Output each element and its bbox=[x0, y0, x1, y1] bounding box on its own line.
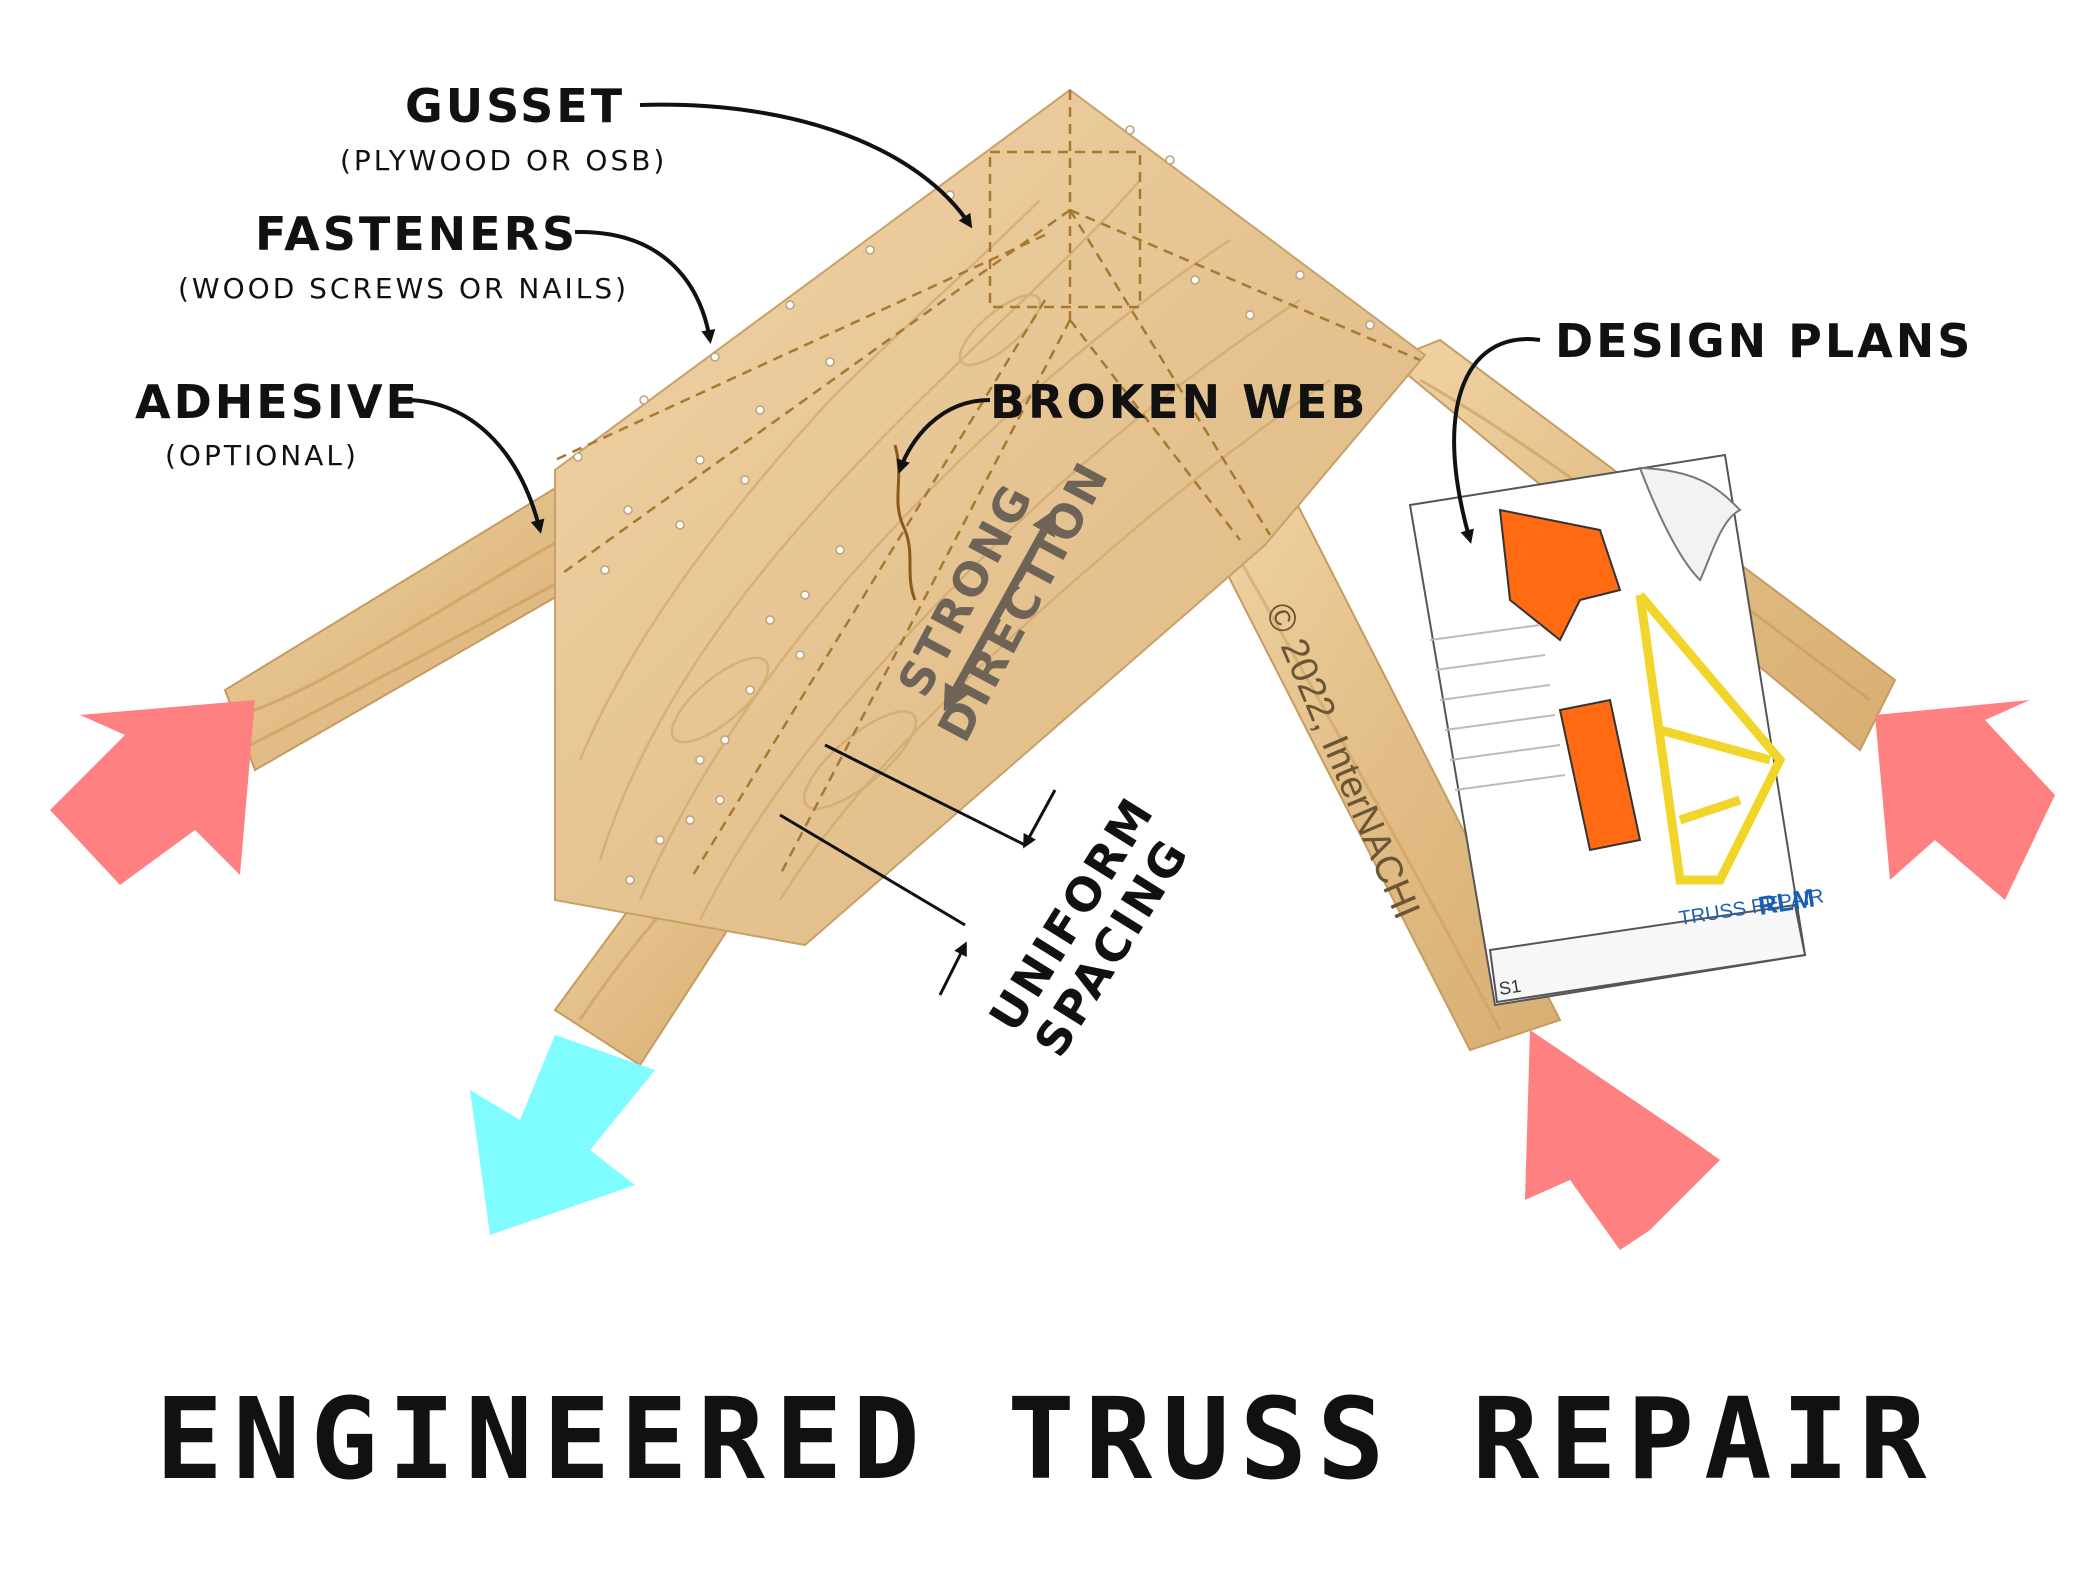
plan-notes bbox=[1429, 624, 1566, 791]
adhesive-label: ADHESIVE bbox=[135, 375, 420, 429]
truss-frame-detail bbox=[1635, 592, 1786, 885]
middle-gusset-detail bbox=[1558, 698, 1642, 852]
leader-lines bbox=[404, 102, 1541, 544]
compression-arrow-icon bbox=[50, 700, 255, 885]
top-gusset-detail bbox=[1498, 508, 1622, 642]
page-title: ENGINEERED TRUSS REPAIR bbox=[155, 1375, 1937, 1505]
plywood-grain bbox=[578, 179, 1331, 921]
adhesive-sublabel: (OPTIONAL) bbox=[165, 439, 359, 472]
compression-arrow-icon bbox=[1525, 1030, 1720, 1250]
gusset-sublabel: (PLYWOOD OR OSB) bbox=[340, 144, 667, 177]
fastener-dots bbox=[573, 125, 1375, 885]
hidden-truss-outline bbox=[554, 90, 1421, 881]
gusset-label: GUSSET bbox=[405, 79, 625, 133]
broken-web-label: BROKEN WEB bbox=[990, 375, 1368, 429]
compression-arrow-icon bbox=[1875, 700, 2055, 900]
uniform-spacing-dimension bbox=[779, 743, 1057, 996]
design-plans-label: DESIGN PLANS bbox=[1555, 314, 1973, 368]
title-block bbox=[1488, 903, 1807, 1004]
tension-arrow-icon bbox=[470, 1035, 655, 1235]
plan-sheet-number: S1 bbox=[1497, 976, 1522, 999]
design-plan-sheet-icon: TRUSS REPAIR RLM S1 bbox=[1408, 453, 1825, 1007]
plywood-gusset: STRONG DIRECTION bbox=[554, 88, 1427, 947]
fasteners-label: FASTENERS bbox=[255, 207, 578, 261]
page-curl bbox=[1638, 466, 1742, 582]
strong-direction-arrow-up bbox=[946, 508, 1057, 702]
fasteners-sublabel: (WOOD SCREWS OR NAILS) bbox=[178, 272, 629, 305]
